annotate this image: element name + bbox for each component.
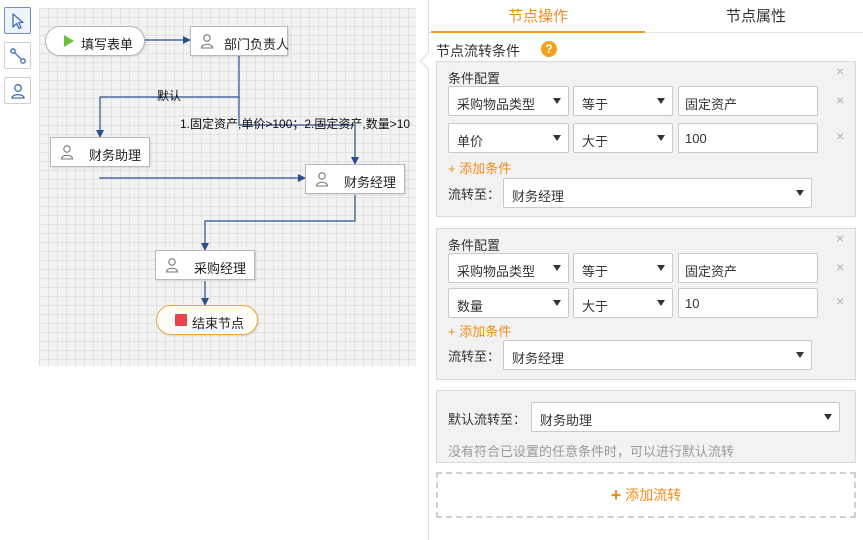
flow-to-label: 流转至： (448, 187, 501, 202)
condition-title: 条件配置 (448, 71, 501, 86)
flow-to-select[interactable]: 财务经理 (503, 340, 812, 370)
help-icon[interactable]: ? (541, 41, 557, 57)
condition-field-select[interactable]: 采购物品类型 (448, 86, 569, 116)
close-icon[interactable]: × (836, 230, 845, 246)
flow-to-label: 流转至： (448, 349, 501, 364)
person-icon (315, 172, 329, 187)
connector-line-icon (10, 48, 26, 64)
flow-node-end[interactable]: 结束节点 (156, 305, 258, 335)
condition-value-input[interactable]: 固定资产 (678, 86, 818, 116)
edge-finance-manager-to-purchase-manager (201, 195, 356, 251)
condition-config-2: 条件配置 × 采购物品类型 等于 固定资产 × 数量 大于 10 × + 添加条… (436, 228, 856, 380)
condition-value-input[interactable]: 100 (678, 123, 818, 153)
default-flow-label: 默认流转至： (448, 412, 527, 427)
tab-node-properties[interactable]: 节点属性 (725, 8, 786, 25)
plus-icon: + (610, 485, 622, 505)
edge-dept-head-to-finance-assistant (96, 56, 240, 138)
remove-row-icon[interactable]: × (836, 128, 845, 144)
default-flow-select[interactable]: 财务助理 (531, 402, 840, 432)
condition-value-input[interactable]: 固定资产 (678, 253, 818, 283)
select-tool-button[interactable] (4, 7, 31, 34)
add-condition-link[interactable]: + 添加条件 (448, 324, 512, 339)
condition-value-input[interactable]: 10 (678, 288, 818, 318)
person-icon (200, 34, 214, 49)
edge-dept-head-to-finance-manager (238, 97, 359, 165)
chevron-down-icon (657, 135, 665, 141)
remove-row-icon[interactable]: × (836, 293, 845, 309)
stop-icon (175, 314, 187, 326)
default-flow-hint: 没有符合已设置的任意条件时，可以进行默认流转 (448, 444, 735, 459)
chevron-down-icon (796, 190, 804, 196)
flow-node-purchase-manager[interactable]: 采购经理 (155, 250, 255, 280)
chevron-down-icon (657, 300, 665, 306)
remove-row-icon[interactable]: × (836, 92, 845, 108)
flow-node-finance-manager[interactable]: 财务经理 (305, 164, 405, 194)
condition-operator-select[interactable]: 等于 (573, 86, 673, 116)
chevron-down-icon (657, 265, 665, 271)
panel-pointer (419, 52, 437, 70)
condition-operator-select[interactable]: 大于 (573, 288, 673, 318)
remove-row-icon[interactable]: × (836, 259, 845, 275)
properties-panel: 节点操作 节点属性 节点流转条件 ? 条件配置 × 采购物品类型 等于 固定资产… (419, 0, 863, 540)
person-icon (60, 145, 74, 160)
condition-field-select[interactable]: 采购物品类型 (448, 253, 569, 283)
flow-edges (96, 36, 359, 306)
play-icon (64, 35, 74, 47)
chevron-down-icon (553, 135, 561, 141)
condition-config-1: 条件配置 × 采购物品类型 等于 固定资产 × 单价 大于 100 × + 添加… (436, 61, 856, 217)
condition-title: 条件配置 (448, 238, 501, 253)
flow-node-finance-assistant[interactable]: 财务助理 (50, 137, 150, 167)
chevron-down-icon (553, 265, 561, 271)
edge-label-default: 默认 (157, 89, 182, 103)
cursor-arrow-icon (12, 13, 24, 30)
chevron-down-icon (796, 352, 804, 358)
active-tab-indicator (431, 31, 645, 33)
chevron-down-icon (657, 98, 665, 104)
panel-tabs: 节点操作 节点属性 (429, 0, 863, 33)
flow-node-start[interactable]: 填写表单 (45, 26, 145, 56)
default-flow-box: 默认流转至： 财务助理 没有符合已设置的任意条件时，可以进行默认流转 (436, 390, 856, 463)
condition-field-select[interactable]: 单价 (448, 123, 569, 153)
flow-node-dept-head[interactable]: 部门负责人 (190, 26, 289, 56)
condition-operator-select[interactable]: 大于 (573, 123, 673, 153)
edge-label-condition: 1.固定资产,单价>100；2.固定资产,数量>10 (180, 117, 411, 131)
chevron-down-icon (824, 414, 832, 420)
edge-finance-assistant-to-finance-manager (99, 174, 306, 182)
add-flow-button[interactable]: +添加流转 (436, 472, 856, 518)
add-condition-link[interactable]: + 添加条件 (448, 161, 512, 176)
close-icon[interactable]: × (836, 63, 845, 79)
person-icon (11, 84, 25, 99)
user-node-tool-button[interactable] (4, 77, 31, 104)
chevron-down-icon (553, 98, 561, 104)
person-icon (165, 258, 179, 273)
tool-palette (0, 0, 36, 540)
connect-tool-button[interactable] (4, 42, 31, 69)
condition-field-select[interactable]: 数量 (448, 288, 569, 318)
flow-to-select[interactable]: 财务经理 (503, 178, 812, 208)
chevron-down-icon (553, 300, 561, 306)
condition-operator-select[interactable]: 等于 (573, 253, 673, 283)
flow-canvas[interactable]: 默认 1.固定资产,单价>100；2.固定资产,数量>10 填写表单 部门负责人… (39, 8, 416, 366)
tab-node-operations[interactable]: 节点操作 (507, 8, 568, 25)
section-title: 节点流转条件 (436, 43, 520, 59)
